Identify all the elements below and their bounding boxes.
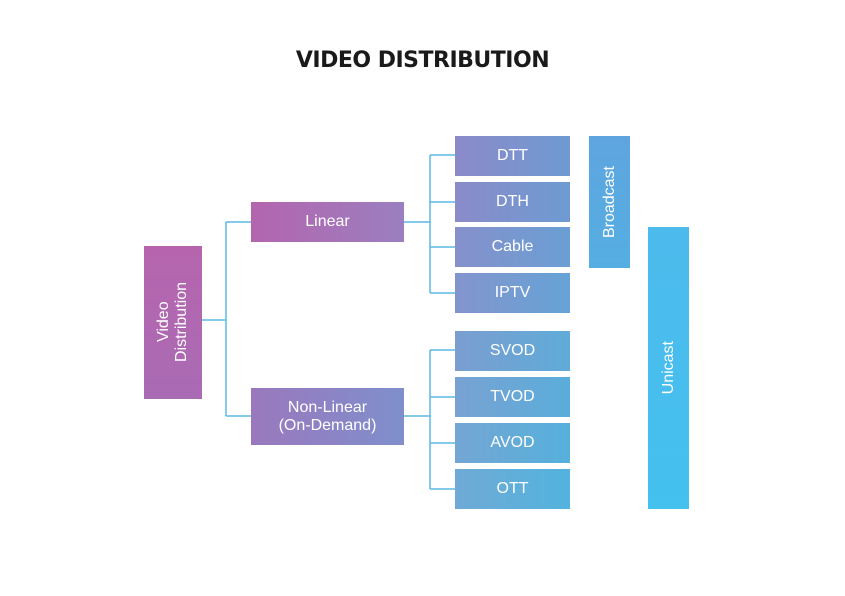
- leaf-dtt: DTT: [455, 136, 570, 176]
- unicast-group: Unicast: [648, 227, 689, 509]
- nonlinear-label-line1: Non-Linear: [287, 398, 368, 416]
- connector-nonlinear: [404, 349, 455, 490]
- broadcast-group: Broadcast: [589, 136, 630, 268]
- root-label-line2: Distribution: [173, 282, 190, 363]
- leaf-avod: AVOD: [455, 423, 570, 463]
- root-node: Video Distribution: [144, 246, 202, 399]
- leaf-cable: Cable: [455, 227, 570, 267]
- nonlinear-label-line2: (On-Demand): [278, 416, 377, 434]
- leaf-ott: OTT: [455, 469, 570, 509]
- unicast-label: Unicast: [659, 341, 677, 395]
- nonlinear-node: Non-Linear (On-Demand): [251, 388, 404, 445]
- connector-linear: [404, 154, 455, 294]
- diagram-title: VIDEO DISTRIBUTION: [295, 48, 550, 73]
- connector-root: [202, 221, 251, 417]
- leaf-svod: SVOD: [455, 331, 570, 371]
- leaf-iptv: IPTV: [455, 273, 570, 313]
- root-label-line1: Video: [155, 302, 172, 343]
- linear-node: Linear: [251, 202, 404, 242]
- broadcast-label: Broadcast: [600, 165, 618, 239]
- leaf-tvod: TVOD: [455, 377, 570, 417]
- leaf-dth: DTH: [455, 182, 570, 222]
